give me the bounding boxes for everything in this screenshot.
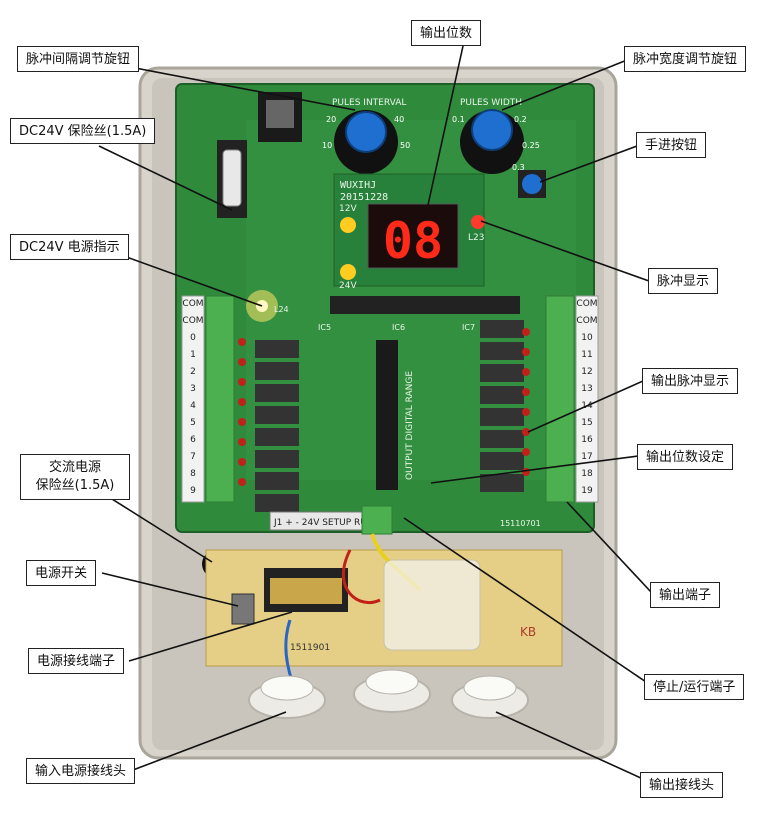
right-terminal-1: COM xyxy=(576,316,597,326)
callout-pulse-count: 输出位数 xyxy=(411,20,482,46)
regulator-tab xyxy=(266,100,294,128)
manual-button[interactable] xyxy=(522,174,542,194)
power-terminal-screws xyxy=(270,578,342,604)
pulse-led xyxy=(471,215,485,229)
led-24v xyxy=(340,264,356,280)
knob-width-tick-2: 0.25 xyxy=(522,141,540,150)
silk-ic7: IC7 xyxy=(462,323,475,332)
right-terminal-2: 10 xyxy=(581,333,593,343)
right-terminal-4: 12 xyxy=(581,367,592,377)
silk-board-code: 15110701 xyxy=(500,519,541,528)
silk-date: 20151228 xyxy=(340,192,388,203)
silk-pulses-width: PULES WIDTH xyxy=(460,98,522,108)
silk-24v: 24V xyxy=(339,281,357,291)
left-transistors xyxy=(255,340,299,512)
accessory-bag xyxy=(383,559,481,651)
output-leds xyxy=(238,328,530,486)
callout-input-power-connector: 输入电源接线头 xyxy=(26,758,136,784)
callout-power-terminal: 电源接线端子 xyxy=(28,648,125,674)
right-terminal-block xyxy=(545,295,575,503)
left-terminal-4: 2 xyxy=(190,367,196,377)
callout-ac-fuse-line2: 保险丝(1.5A) xyxy=(35,478,115,493)
callout-ac-fuse-line1: 交流电源 xyxy=(48,460,101,475)
right-terminal-11: 19 xyxy=(581,486,593,496)
right-terminal-labels: COM COM 10 11 12 13 14 15 16 17 18 19 xyxy=(575,295,599,503)
right-terminal-8: 16 xyxy=(581,435,593,445)
silk-l23: L23 xyxy=(468,233,484,243)
left-terminal-11: 9 xyxy=(190,486,196,496)
callout-pulse-interval-knob: 脉冲间隔调节旋钮 xyxy=(17,46,140,72)
led-12v xyxy=(340,217,356,233)
ic-row xyxy=(330,296,520,314)
silk-ic6: IC6 xyxy=(392,323,405,332)
center-ic xyxy=(376,340,398,490)
knob-width-tick-3: 0.3 xyxy=(512,163,525,172)
callout-output-connector: 输出接线头 xyxy=(640,772,724,798)
output-cable-gland xyxy=(451,675,529,719)
run-terminal xyxy=(361,505,393,535)
silk-l24: L24 xyxy=(274,305,289,314)
pulse-count-digits: 08 xyxy=(383,212,443,270)
left-terminal-9: 7 xyxy=(190,452,196,462)
left-terminal-2: 0 xyxy=(190,333,196,343)
left-terminal-block xyxy=(205,295,235,503)
silk-psu: 1511901 xyxy=(290,643,330,653)
right-terminal-5: 13 xyxy=(581,384,592,394)
callout-pulse-display: 脉冲显示 xyxy=(648,268,719,294)
left-terminal-3: 1 xyxy=(190,350,196,360)
silk-output-range: OUTPUT DIGITAL RANGE xyxy=(405,371,415,480)
left-terminal-5: 3 xyxy=(190,384,196,394)
knob-interval-tick-3: 50 xyxy=(400,141,410,150)
seven-segment-display xyxy=(367,203,459,269)
right-terminal-7: 15 xyxy=(581,418,592,428)
pulse-width-knob[interactable] xyxy=(471,109,513,151)
callout-output-terminal: 输出端子 xyxy=(650,582,721,608)
knob-interval-tick-0: 20 xyxy=(326,115,336,124)
pulse-interval-knob[interactable] xyxy=(345,111,387,153)
left-terminal-10: 8 xyxy=(190,469,196,479)
silk-ic5: IC5 xyxy=(318,323,331,332)
silk-brand: WUXIHJ xyxy=(340,180,376,191)
callout-output-count-setting: 输出位数设定 xyxy=(637,444,734,470)
silk-pulses-interval: PULES INTERVAL xyxy=(332,98,406,108)
callout-dc-fuse: DC24V 保险丝(1.5A) xyxy=(10,118,156,144)
left-terminal-0: COM xyxy=(182,299,203,309)
power-switch[interactable] xyxy=(231,593,255,625)
left-terminal-6: 4 xyxy=(190,401,196,411)
callout-output-pulse-display: 输出脉冲显示 xyxy=(642,368,739,394)
left-terminal-8: 6 xyxy=(190,435,196,445)
callout-manual-button: 手进按钮 xyxy=(636,132,707,158)
left-terminal-7: 5 xyxy=(190,418,196,428)
callout-ac-fuse: 交流电源 保险丝(1.5A) xyxy=(20,454,130,500)
callout-dc-power-indicator: DC24V 电源指示 xyxy=(10,234,129,260)
left-terminal-labels: COM COM 0 1 2 3 4 5 6 7 8 9 xyxy=(181,295,205,503)
knob-width-tick-1: 0.2 xyxy=(514,115,527,124)
silk-bottom: J1 + - 24V SETUP RUN xyxy=(273,518,374,528)
middle-cable-gland xyxy=(353,669,431,713)
right-terminal-9: 17 xyxy=(581,452,592,462)
dc-fuse-glass xyxy=(222,149,242,207)
red-wire xyxy=(342,549,381,605)
callout-power-switch: 电源开关 xyxy=(26,560,97,586)
right-terminal-10: 18 xyxy=(581,469,593,479)
silk-kb: KB xyxy=(520,625,536,639)
left-terminal-1: COM xyxy=(182,316,203,326)
right-terminal-0: COM xyxy=(576,299,597,309)
knob-interval-tick-2: 10 xyxy=(322,141,332,150)
callout-stop-run-terminal: 停止/运行端子 xyxy=(644,674,745,700)
knob-interval-tick-1: 40 xyxy=(394,115,404,124)
knob-width-tick-0: 0.1 xyxy=(452,115,465,124)
right-transistors xyxy=(480,320,524,492)
right-terminal-3: 11 xyxy=(581,350,592,360)
input-cable-gland xyxy=(248,675,326,719)
callout-pulse-width-knob: 脉冲宽度调节旋钮 xyxy=(624,46,747,72)
silk-12v: 12V xyxy=(339,204,357,214)
